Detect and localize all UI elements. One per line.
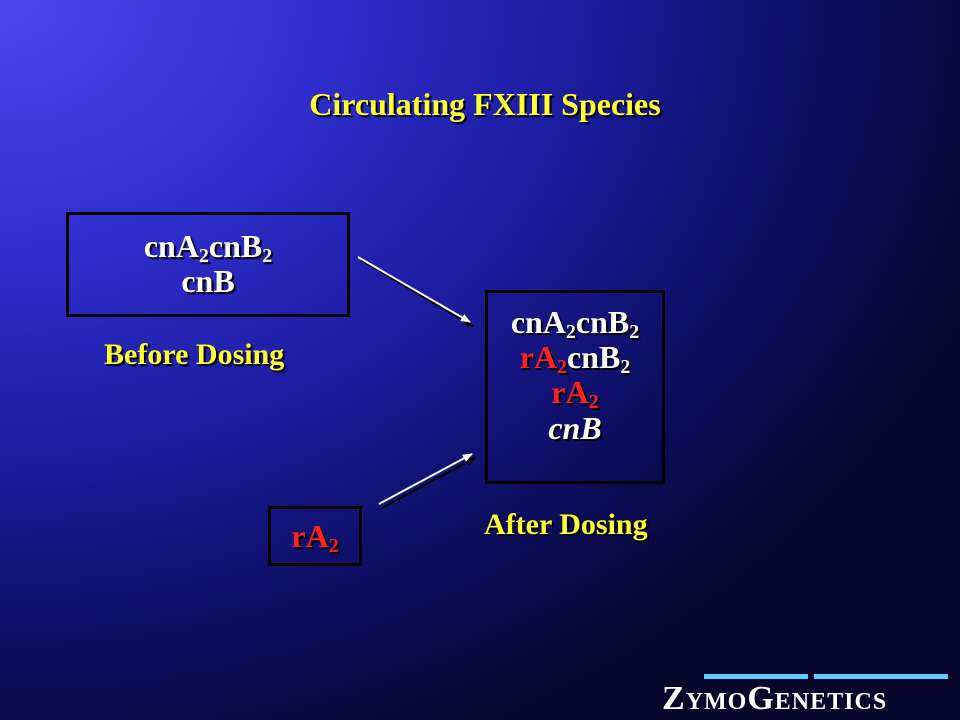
slide-title: Circulating FXIII Species <box>309 86 661 122</box>
before-dosing-box: cnA2cnB2 cnB <box>66 212 350 317</box>
species-rA2-dose: rA2 <box>291 518 339 557</box>
arrow-dose-to-after <box>378 453 476 509</box>
species-cnA2cnB2: cnA2cnB2 <box>510 304 640 343</box>
species-rA2: rA2 <box>551 374 599 414</box>
species-rA2cnB2: rA2cnB2 <box>519 339 631 379</box>
species-cnB: cnB <box>181 263 235 300</box>
before-dosing-caption: Before Dosing <box>104 338 285 371</box>
dose-rA2-box: rA2 <box>268 506 362 566</box>
after-dosing-caption: After Dosing <box>484 508 648 541</box>
species-cnA2cnB2: cnA2cnB2 <box>143 228 273 267</box>
arrow-before-to-after <box>357 256 474 327</box>
species-cnB-italic: cnB <box>548 409 602 446</box>
after-dosing-box: cnA2cnB2 rA2cnB2 rA2 cnB <box>485 290 665 484</box>
logo-wordmark: ZYMOGENETICS <box>662 680 888 717</box>
zymogenetics-logo: ZYMOGENETICS <box>662 668 948 717</box>
